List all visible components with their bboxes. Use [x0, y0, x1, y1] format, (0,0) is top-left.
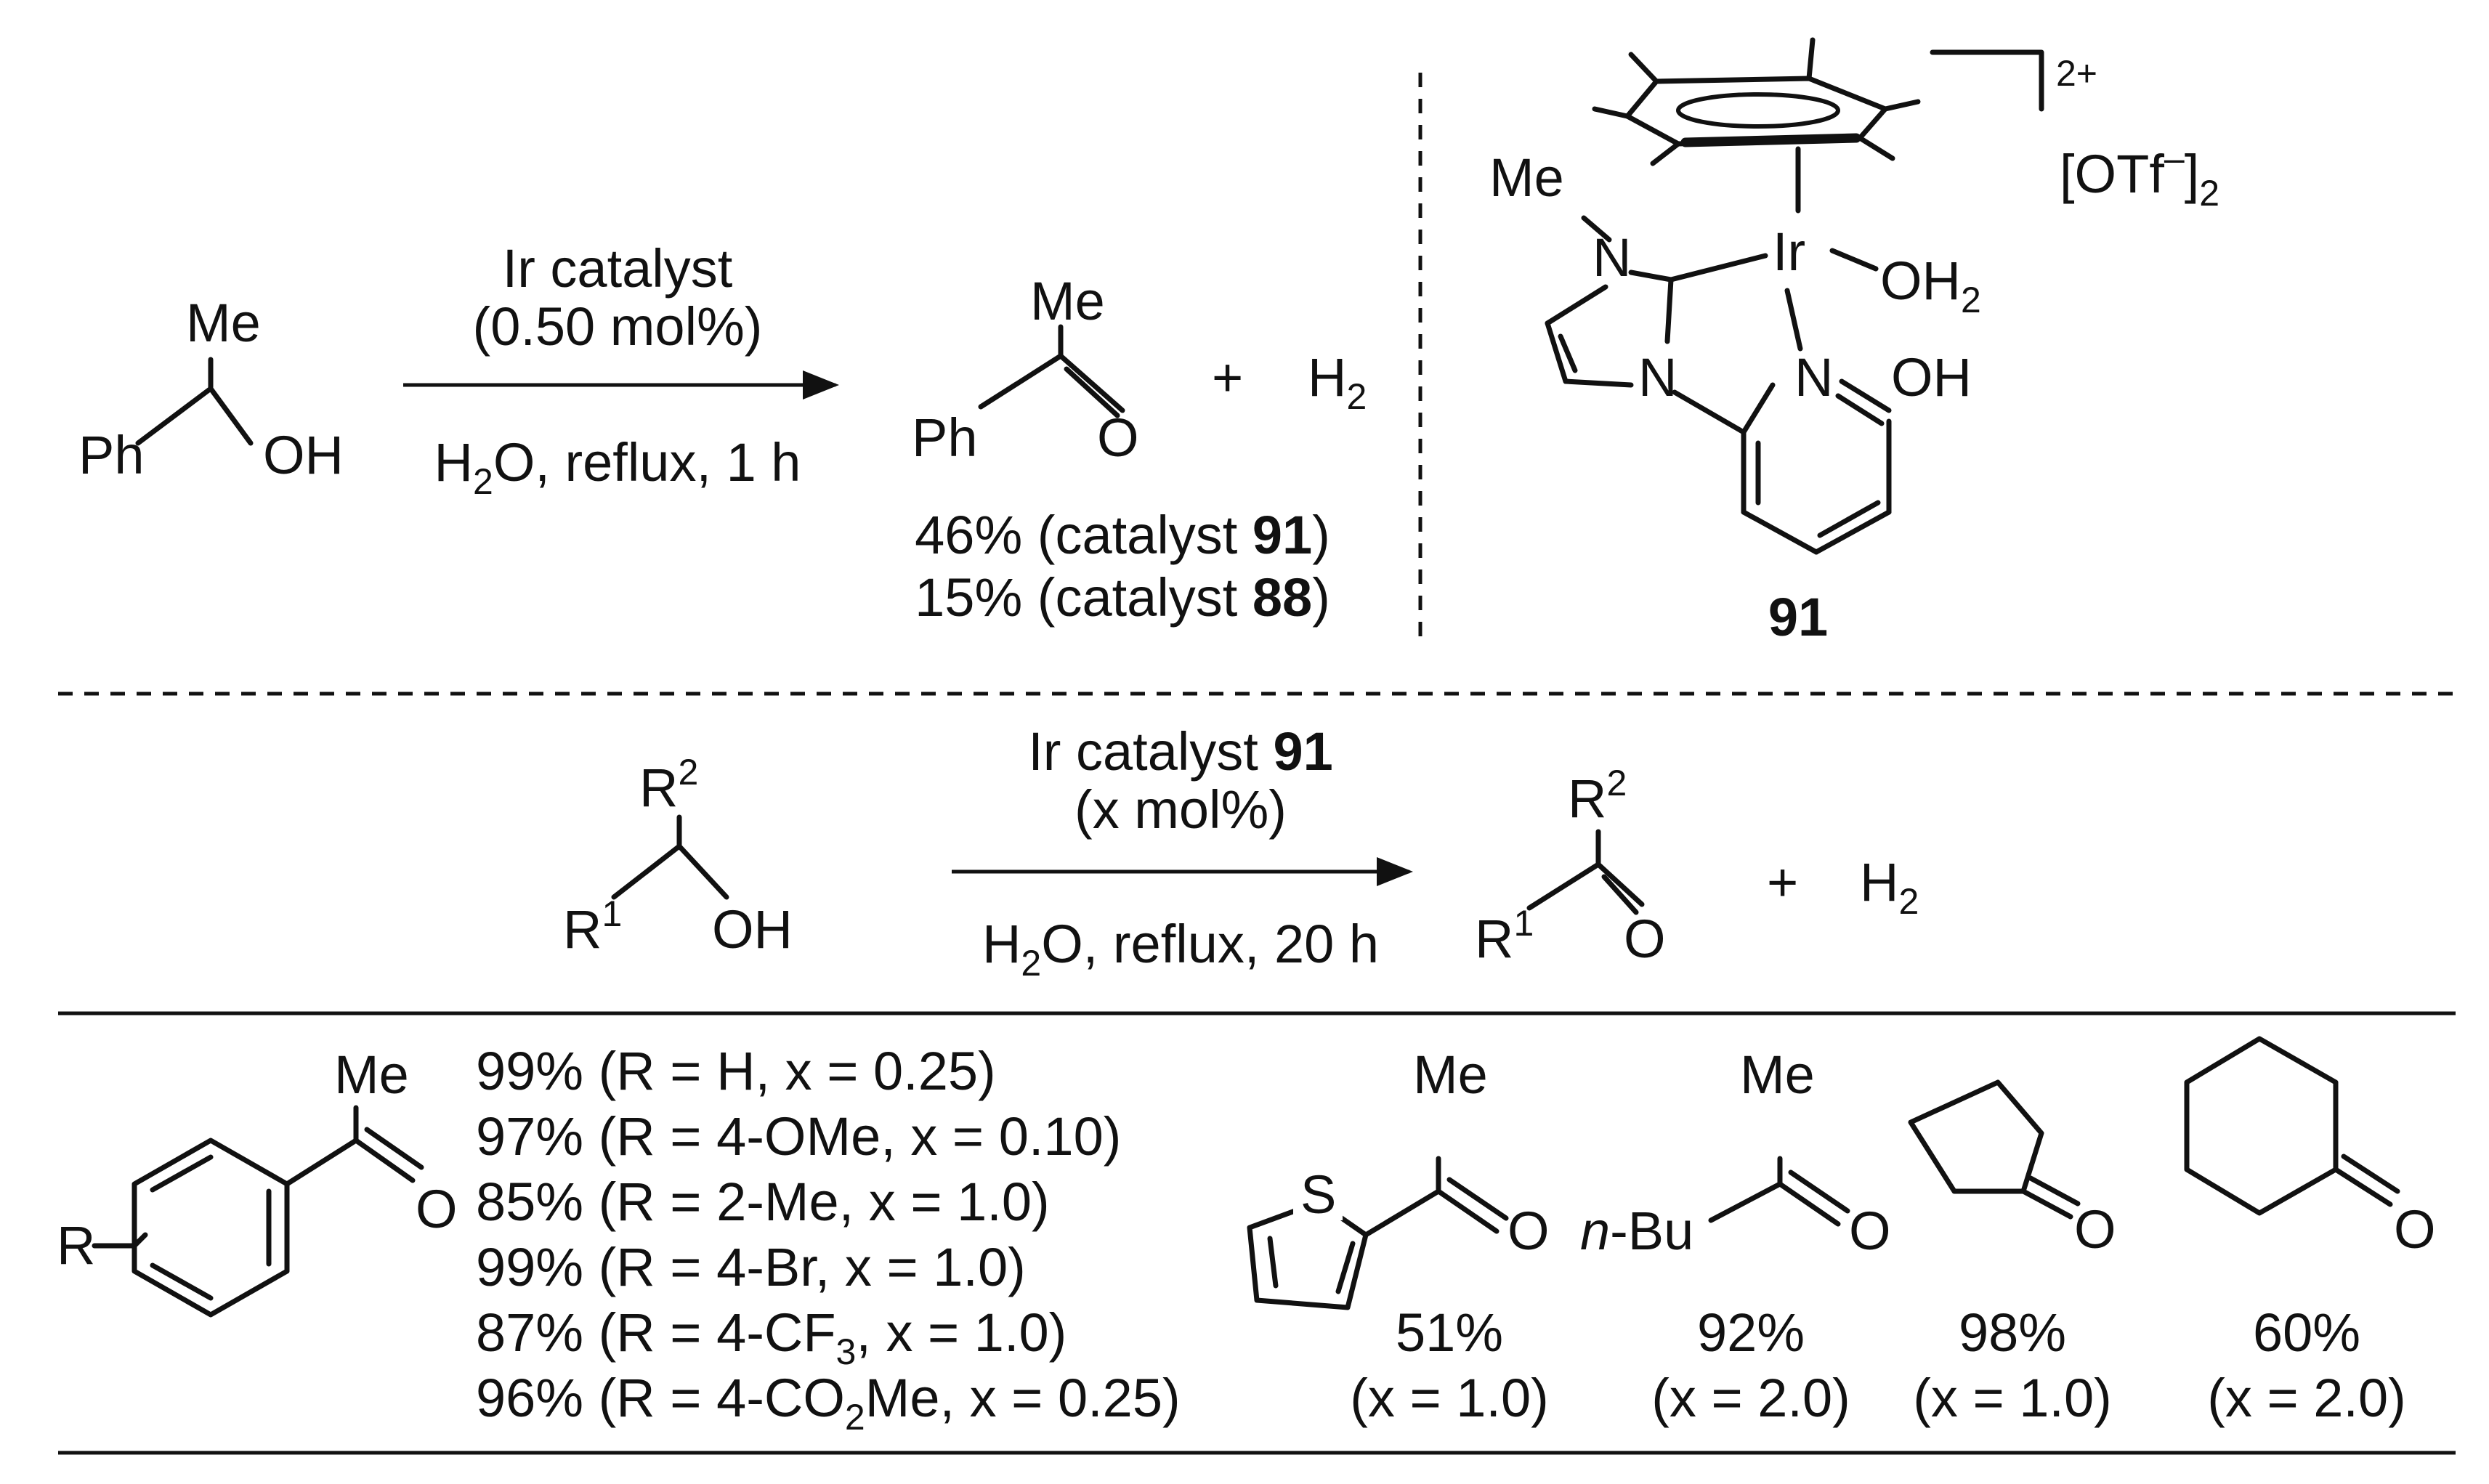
bottom-plus-sign: + [1767, 852, 1798, 912]
hexanone-butyl: n-Bu [1580, 1201, 1693, 1261]
aryl-yield-list: 99% (R = H, x = 0.25) 97% (R = 4-OMe, x … [476, 1041, 1181, 1438]
catalyst-structure: 2+ [OTf–]2 Ir OH2 N Me N N OH 91 [1489, 37, 2219, 647]
bottom-conditions: Ir catalyst 91 (x mol%) H2O, reflux, 20 … [952, 721, 1413, 984]
cyclohexanone-yield: 60% [2253, 1302, 2360, 1363]
pyridine-hydroxyl: OH [1891, 347, 1972, 408]
top-plus-sign: + [1212, 347, 1243, 408]
thiophene-loading: (x = 1.0) [1350, 1368, 1549, 1428]
aryl-yield-row: 99% (R = 4-Br, x = 1.0) [476, 1237, 1026, 1297]
reactant-r1: R1 [563, 893, 622, 960]
imidazole-n2: N [1638, 347, 1677, 408]
bottom-reactant: R2 R1 OH [563, 752, 793, 960]
bottom-hydrogen: H2 [1860, 852, 1919, 922]
aryl-methyl: Me [334, 1045, 409, 1105]
aryl-r-group: R [57, 1215, 95, 1276]
iridium-label: Ir [1773, 222, 1805, 282]
catalyst-counterion: [OTf–]2 [2060, 138, 2219, 214]
hexanone-entry: Me n-Bu O 92% (x = 2.0) [1580, 1045, 1891, 1428]
aryl-yield-row: 96% (R = 4-CO2Me, x = 0.25) [476, 1368, 1181, 1438]
thiophene-carbonyl-oxygen: O [1507, 1201, 1550, 1261]
reactant-methyl: Me [186, 293, 261, 353]
bottom-catalyst-label: Ir catalyst 91 [1028, 721, 1333, 782]
top-catalyst-label: Ir catalyst [503, 238, 733, 299]
pyridine-nitrogen: N [1794, 347, 1833, 408]
top-reactant: Me Ph OH [78, 293, 344, 485]
cyclopentanone-entry: O 98% (x = 1.0) [1908, 1079, 2116, 1428]
aryl-yield-row: 85% (R = 2-Me, x = 1.0) [476, 1172, 1050, 1232]
product-r2: R2 [1568, 763, 1627, 829]
hexanone-loading: (x = 2.0) [1651, 1368, 1850, 1428]
thiophene-ketone-entry: S Me O 51% (x = 1.0) [1247, 1045, 1550, 1428]
reactant-phenyl: Ph [78, 425, 145, 485]
reactant-hydroxyl-general: OH [712, 899, 793, 960]
reactant-hydroxyl: OH [263, 425, 344, 485]
product-carbonyl-oxygen: O [1097, 408, 1139, 468]
cyclopentanone-carbonyl-oxygen: O [2074, 1199, 2116, 1260]
top-conditions: Ir catalyst (0.50 mol%) H2O, reflux, 1 h [403, 238, 839, 502]
aryl-ketone-structure: Me O R [57, 1045, 458, 1318]
top-yield-catalyst-88: 15% (catalyst 88) [915, 567, 1330, 628]
thiophene-sulfur: S [1300, 1164, 1336, 1225]
aryl-yield-row: 87% (R = 4-CF3, x = 1.0) [476, 1302, 1067, 1372]
aryl-yield-row: 99% (R = H, x = 0.25) [476, 1041, 996, 1101]
imidazole-n1: N [1592, 227, 1631, 288]
aryl-carbonyl-oxygen: O [416, 1179, 458, 1239]
hexanone-carbonyl-oxygen: O [1849, 1201, 1891, 1261]
aqua-ligand: OH2 [1880, 251, 1981, 320]
top-product: Me Ph O [912, 271, 1139, 468]
cyclohexanone-entry: O 60% (x = 2.0) [2184, 1036, 2436, 1428]
top-solvent-conditions: H2O, reflux, 1 h [434, 432, 801, 502]
top-hydrogen: H2 [1308, 347, 1367, 417]
cyclohexanone-loading: (x = 2.0) [2207, 1368, 2406, 1428]
cp-aromatic-circle [1676, 92, 1840, 129]
cyclopentanone-yield: 98% [1959, 1302, 2066, 1363]
hexanone-yield: 92% [1697, 1302, 1805, 1363]
product-methyl: Me [1030, 271, 1105, 331]
thiophene-methyl: Me [1413, 1045, 1488, 1105]
thiophene-yield: 51% [1396, 1302, 1503, 1363]
cyclohexanone-carbonyl-oxygen: O [2394, 1199, 2436, 1260]
top-catalyst-loading: (0.50 mol%) [473, 296, 763, 357]
top-yield-catalyst-91: 46% (catalyst 91) [915, 505, 1330, 565]
product-r1: R1 [1475, 903, 1534, 969]
hexanone-methyl: Me [1740, 1045, 1815, 1105]
cyclopentanone-loading: (x = 1.0) [1913, 1368, 2112, 1428]
product-phenyl: Ph [912, 408, 978, 468]
bottom-solvent-conditions: H2O, reflux, 20 h [982, 914, 1379, 984]
catalyst-label: 91 [1768, 587, 1828, 647]
bottom-product: R2 R1 O [1475, 763, 1666, 969]
catalyst-charge: 2+ [2056, 53, 2097, 94]
bottom-catalyst-loading: (x mol%) [1074, 779, 1287, 840]
product-carbonyl-general: O [1624, 909, 1666, 969]
n-methyl: Me [1489, 147, 1564, 208]
aryl-yield-row: 97% (R = 4-OMe, x = 0.10) [476, 1106, 1121, 1167]
reactant-r2: R2 [639, 752, 698, 818]
